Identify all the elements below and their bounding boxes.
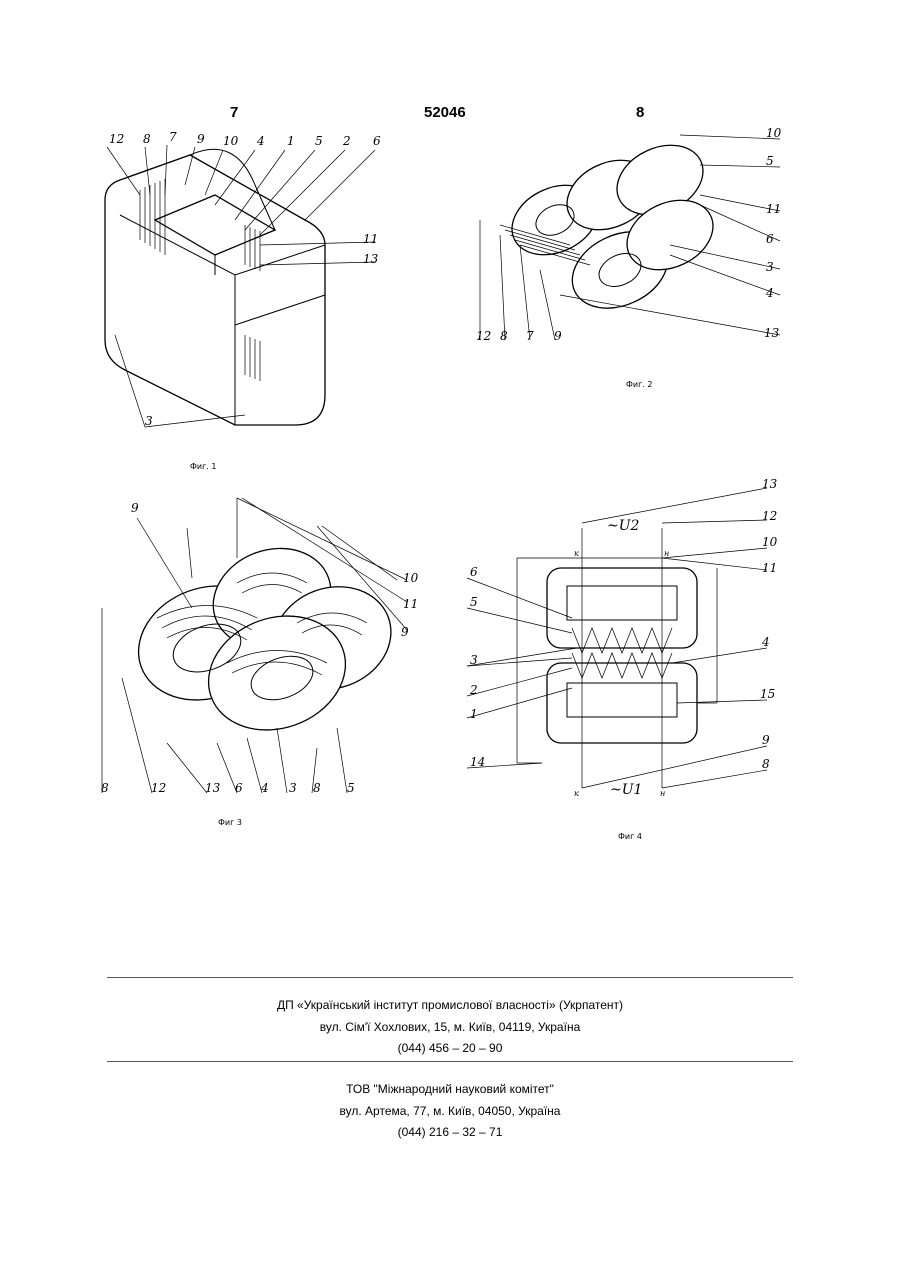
fig2-label: 12	[476, 329, 491, 343]
footer-divider-top	[107, 977, 793, 978]
fig4-label: 1	[470, 707, 478, 721]
fig3-label: 9	[131, 501, 139, 515]
fig3-label: 13	[205, 781, 221, 795]
page-number-left: 7	[230, 104, 238, 121]
figure-2: 10 5 11 6 3 4 13 12 8 7 9	[470, 125, 790, 350]
fig4-label: 6	[470, 565, 478, 579]
fig4-label: 12	[762, 509, 777, 523]
fig3-label: 12	[151, 781, 166, 795]
fig4-label: к	[574, 549, 579, 558]
fig3-label: 3	[289, 781, 297, 795]
figure-4: 13 ~U2 12 10 11 6 5 3 2 4 1 15 14 9 8 ~U…	[462, 478, 792, 808]
footer-phone-1: (044) 456 – 20 – 90	[0, 1041, 900, 1055]
fig3-label: 9	[401, 625, 409, 639]
footer-phone-2: (044) 216 – 32 – 71	[0, 1125, 900, 1139]
fig1-label: 1	[287, 134, 295, 148]
figure-4-caption: Фиг 4	[618, 832, 642, 841]
footer-address-1: вул. Сім'ї Хохлових, 15, м. Київ, 04119,…	[0, 1020, 900, 1034]
figure-1-drawing: 12 8 7 9 10 4 1 5 2 6 11 13 3	[95, 125, 395, 445]
fig4-label: ~U2	[607, 518, 640, 534]
fig4-label: 11	[762, 561, 777, 575]
footer-org-1: ДП «Український інститут промислової вла…	[0, 998, 900, 1012]
fig4-label: 4	[761, 635, 770, 649]
figure-3-drawing: 9 10 11 9 8 12 13 6 4 3 8 5	[97, 498, 427, 803]
fig2-label: 8	[500, 329, 508, 343]
footer-divider-middle	[107, 1061, 793, 1062]
page-number-right: 8	[636, 104, 644, 121]
figure-3: 9 10 11 9 8 12 13 6 4 3 8 5	[97, 498, 427, 803]
fig4-label: 3	[470, 653, 478, 667]
fig1-label: 11	[363, 232, 378, 246]
fig1-label: 4	[256, 134, 265, 148]
fig4-label: 5	[470, 595, 478, 609]
figure-2-caption: Фиг. 2	[626, 380, 652, 389]
figure-1-caption: Фиг. 1	[190, 462, 216, 471]
fig2-label: 4	[765, 286, 774, 300]
fig1-label: 7	[169, 130, 177, 144]
fig3-label: 6	[235, 781, 243, 795]
fig4-label: 2	[469, 683, 478, 697]
figure-1: 12 8 7 9 10 4 1 5 2 6 11 13 3	[95, 125, 395, 445]
fig1-label: 3	[145, 414, 153, 428]
fig4-label: 15	[760, 687, 775, 701]
fig2-label: 6	[766, 232, 774, 246]
fig1-label: 2	[342, 134, 351, 148]
fig3-label: 4	[260, 781, 269, 795]
fig1-label: 6	[373, 134, 381, 148]
fig4-label: 10	[762, 535, 778, 549]
fig2-label: 7	[526, 329, 534, 343]
fig4-label: 13	[762, 477, 778, 491]
fig3-label: 11	[403, 597, 418, 611]
fig1-label: 5	[315, 134, 323, 148]
fig4-label: 8	[762, 757, 770, 771]
footer-address-2: вул. Артема, 77, м. Київ, 04050, Україна	[0, 1104, 900, 1118]
footer-org-2: ТОВ "Міжнародний науковий комітет"	[0, 1082, 900, 1096]
fig3-label: 8	[313, 781, 321, 795]
fig4-label: ~U1	[610, 782, 642, 798]
fig1-label: 10	[223, 134, 239, 148]
fig4-label: н	[664, 549, 669, 558]
fig3-label: 5	[347, 781, 355, 795]
fig1-label: 9	[197, 132, 205, 146]
fig1-label: 8	[143, 132, 151, 146]
fig4-label: 9	[762, 733, 770, 747]
fig3-label: 8	[101, 781, 109, 795]
fig4-label: н	[660, 789, 665, 798]
fig2-label: 3	[766, 260, 774, 274]
patent-number: 52046	[424, 104, 466, 121]
fig2-label: 10	[766, 126, 782, 140]
fig3-label: 10	[403, 571, 419, 585]
fig2-label: 11	[766, 202, 781, 216]
fig2-label: 5	[766, 154, 774, 168]
fig1-label: 13	[363, 252, 379, 266]
fig2-label: 9	[554, 329, 562, 343]
figure-2-drawing: 10 5 11 6 3 4 13 12 8 7 9	[470, 125, 790, 350]
fig2-label: 13	[764, 326, 780, 340]
fig4-label: 14	[470, 755, 485, 769]
figure-3-caption: Фиг 3	[218, 818, 242, 827]
figure-4-drawing: 13 ~U2 12 10 11 6 5 3 2 4 1 15 14 9 8 ~U…	[462, 478, 792, 808]
fig4-label: к	[574, 789, 579, 798]
fig1-label: 12	[109, 132, 124, 146]
